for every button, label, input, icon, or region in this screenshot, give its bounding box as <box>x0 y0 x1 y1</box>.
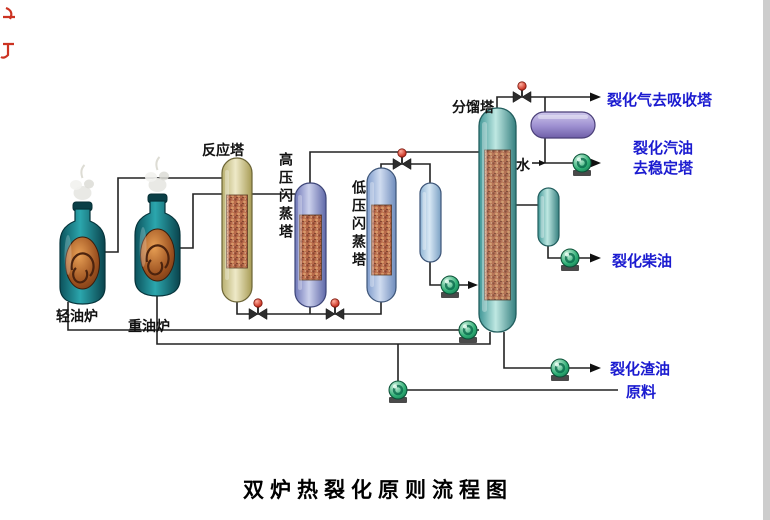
pump-residue <box>550 358 570 381</box>
arrow-cracked-gasoline <box>590 158 601 168</box>
diagram-title: 双炉热裂化原则流程图 <box>243 478 513 502</box>
arrow-cracked-residue <box>590 363 601 373</box>
cracked-diesel-label: 裂化柴油 <box>612 253 673 270</box>
pipe-fractionator-residue <box>503 332 598 369</box>
pipe-light-furnace-to-reactor <box>105 177 222 253</box>
valve-lp-overhead <box>392 148 412 170</box>
light-furnace-label: 轻油炉 <box>56 308 98 324</box>
hp-flash-tower-vessel <box>294 182 327 308</box>
pipe-fractionator-overhead <box>496 96 598 108</box>
pump-gasoline <box>572 153 592 176</box>
flow-arrows <box>468 92 601 373</box>
arrow-water <box>539 160 546 166</box>
valve-fractionator-overhead <box>512 81 532 103</box>
pump-recycle <box>458 320 478 343</box>
fractionator-vessel <box>478 107 517 333</box>
valve-hp-bottoms <box>325 298 345 320</box>
light-furnace-vessel <box>58 163 107 306</box>
pipe-vessel-to-diesel <box>547 246 598 259</box>
pipe-hp-top-to-fractionator <box>309 151 479 183</box>
condenser-vessel <box>530 111 596 139</box>
red-watermark-fragment <box>0 6 15 59</box>
small-column-vessel <box>419 182 442 263</box>
pump-fractionator-feed <box>440 275 460 298</box>
cracked-gasoline-label-line2: 去稳定塔 <box>633 160 694 177</box>
arrow-cracked-gas <box>590 92 601 102</box>
arrow-cracked-diesel <box>590 253 601 263</box>
pipe-small-column-to-fractionator <box>429 262 476 286</box>
pump-feedstock <box>388 380 408 403</box>
cracked-gasoline-label-line1: 裂化汽油 <box>633 140 694 157</box>
lp-flash-tower-label: 低压闪蒸塔 <box>351 180 367 270</box>
valve-reactor-bottoms <box>248 298 268 320</box>
hp-flash-tower-label: 高压闪蒸塔 <box>278 152 294 242</box>
pipe-feedstock <box>397 344 618 391</box>
pump-diesel <box>560 248 580 271</box>
scan-edge-band <box>763 0 770 520</box>
reaction-tower-label: 反应塔 <box>202 142 244 158</box>
pipe-recycle-to-heavy-furnace <box>156 293 491 345</box>
fractionator-label: 分馏塔 <box>452 99 494 115</box>
water-label: 水 <box>516 157 530 173</box>
heavy-furnace-label: 重油炉 <box>128 318 170 334</box>
pipe-recycle-to-light-furnace <box>67 302 479 331</box>
cracked-residue-label: 裂化渣油 <box>610 361 671 378</box>
lp-flash-tower-vessel <box>366 167 397 303</box>
reflux-drum-vessel <box>537 187 560 247</box>
feedstock-label: 原料 <box>626 384 657 401</box>
cracked-gas-label: 裂化气去吸收塔 <box>607 92 713 109</box>
reaction-tower-vessel <box>221 157 253 303</box>
arrow-into-fractionator <box>468 281 478 289</box>
pipe-reactor-bottoms <box>236 300 382 315</box>
